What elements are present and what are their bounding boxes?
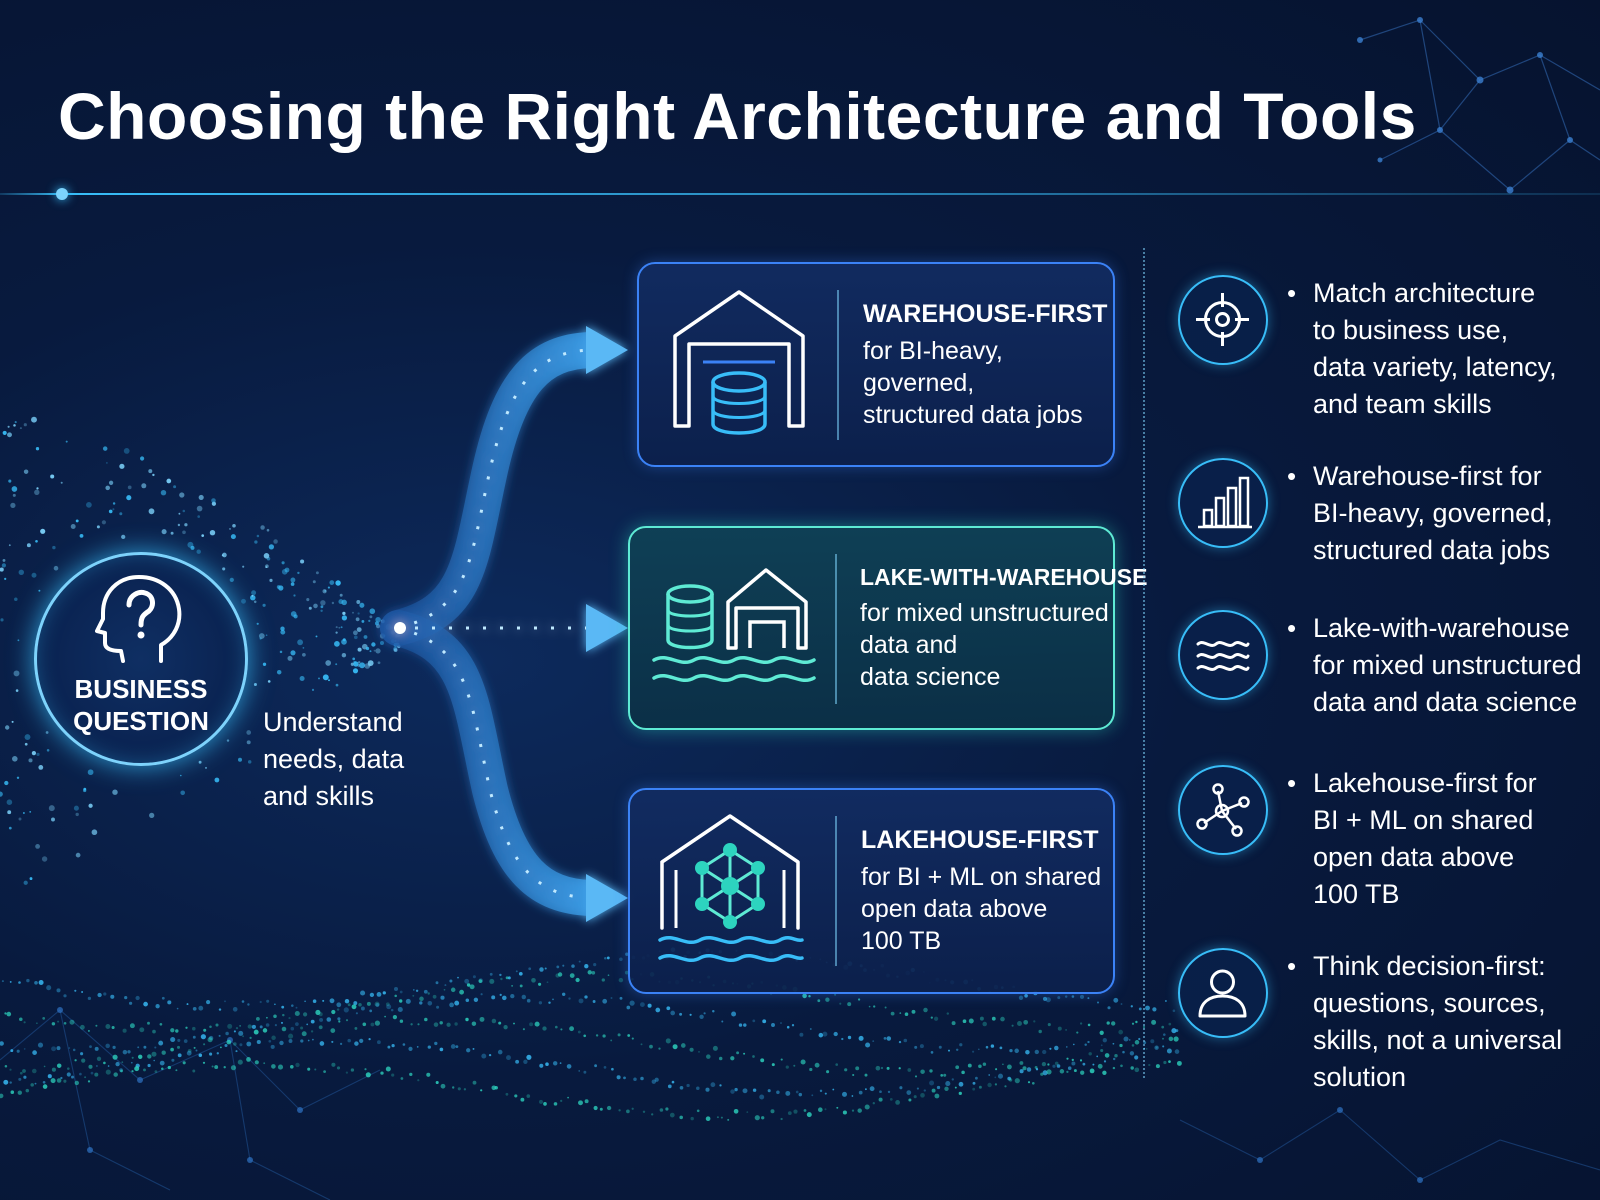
lake-warehouse-icon [652,568,816,682]
business-question-caption: Understand needs, data and skills [263,704,443,815]
arrow-to-lakehouse [380,610,608,916]
point-text-1: Match architecture to business use, data… [1313,275,1598,423]
point-icon-circle [1178,458,1268,548]
point-line: BI-heavy, governed, [1313,498,1553,528]
point-line: skills, not a universal [1313,1025,1563,1055]
point-line: open data above [1313,842,1515,872]
card-line: for BI-heavy, [863,337,1003,365]
point-line: BI + ML on shared [1313,805,1534,835]
point-line: solution [1313,1062,1407,1092]
arrowhead-top [586,326,628,374]
bullet: • [1287,768,1297,798]
card-divider [835,554,837,704]
card-title: LAKE-WITH-WAREHOUSE [860,564,1148,590]
point-line: data and data science [1313,687,1578,717]
business-question-label-line2: QUESTION [73,706,209,736]
point-line: structured data jobs [1313,535,1551,565]
card-line: open data above [861,895,1048,923]
target-icon [1196,293,1249,346]
particle-cloud-decoration [0,416,401,885]
option-card-lake-with-warehouse: LAKE-WITH-WAREHOUSE for mixed unstructur… [628,526,1147,730]
card-line: 100 TB [861,927,942,955]
arrowhead-middle [586,604,628,652]
bullet: • [1287,951,1297,981]
point-line: and team skills [1313,389,1492,419]
lakehouse-network-icon [658,814,804,962]
card-line: for mixed unstructured [860,599,1109,627]
card-title: WAREHOUSE-FIRST [863,300,1108,328]
point-text-3: Lake-with-warehouse for mixed unstructur… [1313,610,1598,721]
point-text-5: Think decision-first: questions, sources… [1313,948,1598,1096]
point-line: Think decision-first: [1313,951,1546,981]
point-line: Lakehouse-first for [1313,768,1537,798]
page-title: Choosing the Right Architecture and Tool… [58,79,1417,153]
bullet: • [1287,278,1297,308]
point-icon-circle [1178,948,1268,1038]
vertical-dotted-divider [1143,248,1145,1078]
card-line: data and [860,631,958,659]
option-card-warehouse-first: WAREHOUSE-FIRST for BI-heavy, governed, … [637,262,1115,467]
bullet: • [1287,461,1297,491]
point-icon-circle [1178,765,1268,855]
title-underline [0,193,1600,195]
card-divider [837,290,839,440]
bullet: • [1287,613,1297,643]
network-nodes-icon [1196,783,1250,837]
head-question-icon [95,575,182,663]
point-icon-circle [1178,610,1268,700]
caption-line: Understand [263,707,403,737]
card-line: structured data jobs [863,401,1083,429]
card-text: LAKEHOUSE-FIRST for BI + ML on shared op… [861,826,1101,957]
card-text: WAREHOUSE-FIRST for BI-heavy, governed, … [863,300,1107,431]
point-line: Warehouse-first for [1313,461,1542,491]
user-icon [1198,969,1247,1018]
card-line: data science [860,663,1001,691]
point-text-4: Lakehouse-first for BI + ML on shared op… [1313,765,1598,913]
point-icon-circle [1178,275,1268,365]
caption-line: needs, data [263,744,405,774]
point-line: questions, sources, [1313,988,1546,1018]
waves-icon [1196,641,1250,671]
arrowhead-bottom [586,874,628,922]
business-question-node: BUSINESS QUESTION [34,552,248,766]
card-line: for BI + ML on shared [861,863,1102,891]
business-question-label: BUSINESS QUESTION [37,673,245,737]
card-text: LAKE-WITH-WAREHOUSE for mixed unstructur… [860,564,1147,693]
point-line: Match architecture [1313,278,1536,308]
card-title: LAKEHOUSE-FIRST [861,826,1099,854]
flow-arrows [380,326,628,922]
arrow-to-warehouse [380,332,608,646]
point-line: Lake-with-warehouse [1313,613,1570,643]
option-card-lakehouse-first: LAKEHOUSE-FIRST for BI + ML on shared op… [628,788,1115,994]
card-divider [835,816,837,966]
business-question-label-line1: BUSINESS [74,674,208,704]
bar-chart-icon [1198,476,1252,529]
point-line: for mixed unstructured [1313,650,1582,680]
point-text-2: Warehouse-first for BI-heavy, governed, … [1313,458,1598,569]
warehouse-database-icon [673,290,805,435]
point-line: data variety, latency, [1313,352,1557,382]
point-line: 100 TB [1313,879,1400,909]
card-line: governed, [863,369,975,397]
title-underline-dot [56,188,68,200]
point-line: to business use, [1313,315,1509,345]
caption-line: and skills [263,781,375,811]
